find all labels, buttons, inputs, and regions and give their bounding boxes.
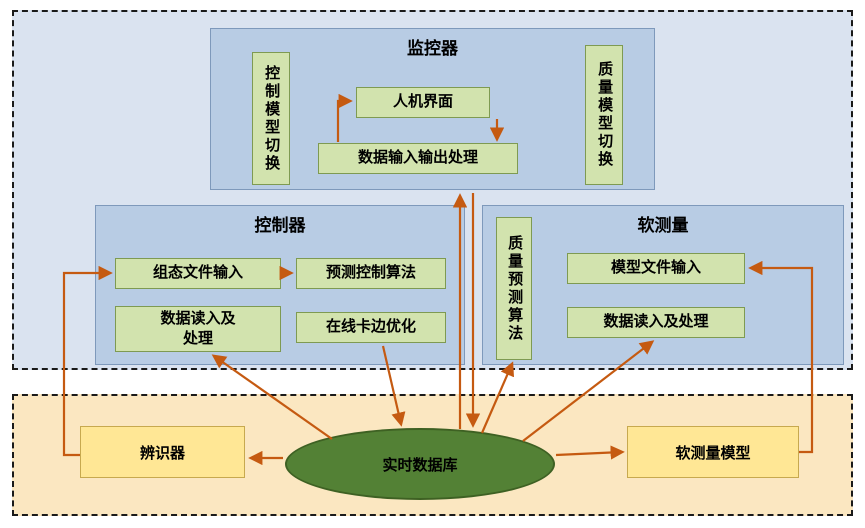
soft-sensor-model-box: 软测量模型 (627, 426, 799, 478)
quality-prediction-box: 质量预测算法 (496, 217, 532, 360)
monitor-title: 监控器 (407, 39, 458, 58)
model-file-input-box: 模型文件输入 (567, 253, 745, 284)
realtime-database-ellipse: 实时数据库 (285, 428, 555, 500)
hmi-box: 人机界面 (356, 87, 490, 118)
data-io-box: 数据输入输出处理 (318, 143, 518, 174)
controller-data-read-box: 数据读入及 处理 (115, 306, 281, 352)
predictive-control-box: 预测控制算法 (296, 258, 446, 289)
soft-sensor-title: 软测量 (637, 216, 689, 235)
config-file-input-box: 组态文件输入 (115, 258, 281, 289)
identifier-box: 辨识器 (80, 426, 245, 478)
control-model-switch-box: 控制模型切换 (252, 52, 290, 185)
online-optimization-box: 在线卡边优化 (296, 312, 446, 343)
quality-model-switch-box: 质量模型切换 (585, 45, 623, 185)
controller-title: 控制器 (254, 216, 306, 235)
soft-sensor-data-read-box: 数据读入及处理 (567, 307, 745, 338)
